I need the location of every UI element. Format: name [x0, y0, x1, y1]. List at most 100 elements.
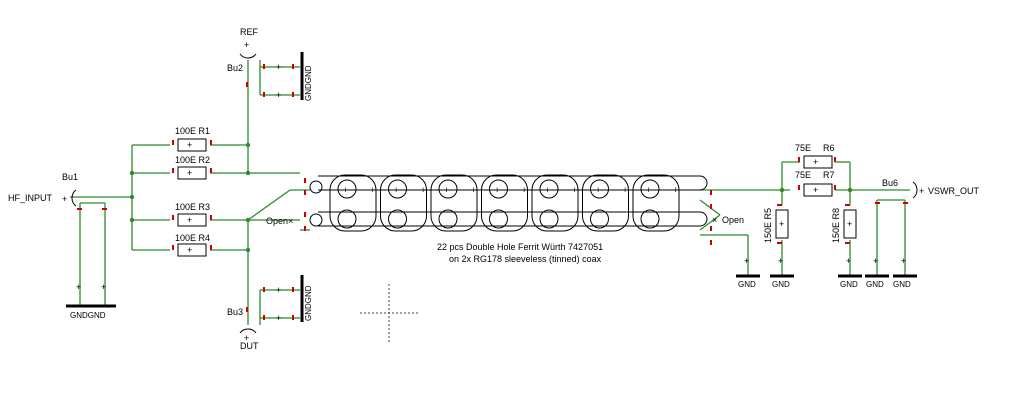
- ground-out2-icon: +: [770, 256, 794, 278]
- bu1-name: Bu1: [62, 172, 78, 182]
- ferrite-bead-7: [632, 174, 680, 232]
- bu3-signal: DUT: [240, 341, 259, 351]
- ferrite-bead-hole: [590, 179, 609, 199]
- resistor-r5-label: 150E R5: [763, 208, 773, 243]
- open-marker-left: ×: [288, 216, 293, 226]
- svg-text:+: +: [276, 90, 281, 100]
- resistor-r6-value: 75E: [795, 143, 811, 153]
- ground-input-label: GNDGND: [70, 311, 106, 320]
- ferrite-bead-hole: [388, 179, 407, 199]
- svg-text:+: +: [846, 256, 851, 266]
- ground-bu6b-icon: +: [893, 256, 917, 278]
- bnc-connector-bu1-icon: +: [62, 189, 77, 207]
- ferrite-bead-plus: +: [444, 185, 449, 195]
- bu6-name: Bu6: [882, 178, 898, 188]
- bu2-name: Bu2: [227, 63, 243, 73]
- svg-text:+: +: [276, 313, 281, 323]
- ground-r8-icon: +: [838, 256, 862, 278]
- ferrite-bead-plus: +: [343, 185, 348, 195]
- ferrite-bead-plus: +: [370, 185, 375, 195]
- transformer-note-line2: on 2x RG178 sleeveless (tinned) coax: [449, 254, 602, 264]
- ferrite-bead-hole: [489, 179, 508, 199]
- ferrite-bead-hole: [438, 209, 458, 229]
- origin-crosshair: [360, 284, 420, 344]
- transformer-note-line1: 22 pcs Double Hole Ferrit Würth 7427051: [437, 242, 603, 252]
- svg-text:+: +: [244, 333, 249, 343]
- bu1-signal: HF_INPUT: [8, 193, 53, 203]
- ferrite-bead-plus: +: [646, 185, 651, 195]
- resistor-r4: +: [172, 243, 212, 257]
- ferrite-bead-plus: +: [495, 185, 500, 195]
- bu3-name: Bu3: [227, 307, 243, 317]
- svg-text:+: +: [919, 186, 924, 196]
- resistor-r8: +: [843, 204, 857, 244]
- ferrite-bead-hole: [539, 209, 559, 229]
- resistor-r6-ref: R6: [823, 143, 835, 153]
- resistor-r4-label: 100E R4: [175, 233, 210, 243]
- ground-input-icon: + +: [66, 282, 116, 308]
- resistor-r7-ref: R7: [823, 170, 835, 180]
- open-label-right: Open: [722, 215, 744, 225]
- ferrite-bead-plus: +: [522, 185, 527, 195]
- svg-text:+: +: [778, 256, 783, 266]
- ground-dut-icon: + +: [276, 275, 304, 323]
- resistor-r7: +: [798, 183, 836, 197]
- ground-r8-label: GND: [840, 280, 858, 289]
- resistor-r2: +: [172, 166, 212, 180]
- svg-text:+: +: [276, 285, 281, 295]
- resistor-r7-value: 75E: [795, 170, 811, 180]
- bnc-connector-bu6-icon: +: [912, 181, 924, 199]
- ferrite-bead-2: [380, 174, 427, 232]
- ferrite-bead-hole: [539, 179, 559, 199]
- ferrite-bead-hole: [337, 209, 357, 229]
- svg-text:+: +: [744, 256, 749, 266]
- junctions: [129, 142, 853, 253]
- svg-text:+: +: [847, 219, 852, 229]
- svg-text:+: +: [276, 62, 281, 72]
- ferrite-bead-hole: [640, 179, 660, 199]
- ferrite-bead-plus: +: [545, 185, 550, 195]
- ferrite-bead-plus: +: [421, 185, 426, 195]
- ground-r5-icon: +: [736, 256, 760, 278]
- bnc-connector-bu2-icon: +: [239, 40, 257, 59]
- ground-bu6a-label: GND: [866, 280, 884, 289]
- resistor-r1-label: 100E R1: [175, 126, 210, 136]
- svg-text:+: +: [62, 194, 67, 204]
- open-marker-right: ×: [712, 215, 717, 225]
- open-label-left: Open: [266, 216, 288, 226]
- svg-text:+: +: [873, 256, 878, 266]
- resistor-r1: +: [172, 138, 212, 152]
- svg-text:+: +: [813, 185, 818, 195]
- svg-text:+: +: [901, 256, 906, 266]
- pin-markers: [77, 64, 908, 320]
- ground-out2-label: GND: [772, 280, 790, 289]
- ferrite-bead-plus: +: [596, 185, 601, 195]
- ferrite-bead-plus: +: [673, 185, 678, 195]
- ferrite-bead-6: [582, 174, 629, 232]
- resistor-r3-label: 100E R3: [175, 202, 210, 212]
- ground-bu6a-icon: +: [865, 256, 889, 278]
- bu6-signal: VSWR_OUT: [928, 186, 980, 196]
- resistor-r5: +: [775, 204, 789, 244]
- ground-dut-label: GNDGND: [304, 285, 313, 321]
- svg-text:+: +: [244, 40, 249, 50]
- ferrite-bead-hole: [438, 179, 458, 199]
- ferrite-transformer: [309, 175, 708, 227]
- ferrite-bead-hole: [640, 209, 660, 229]
- ground-ref-label: GNDGND: [304, 65, 313, 101]
- ground-r5-label: GND: [738, 280, 756, 289]
- resistor-r6: +: [798, 155, 836, 169]
- svg-text:+: +: [101, 282, 106, 292]
- ground-ref-icon: + +: [276, 52, 304, 100]
- ferrite-bead-plus: +: [471, 185, 476, 195]
- svg-text:+: +: [187, 140, 192, 150]
- resistor-r3: +: [172, 213, 212, 227]
- ferrite-bead-5: [531, 174, 579, 232]
- ferrite-beads: ++++++++++++++: [329, 174, 680, 232]
- ferrite-bead-plus: +: [572, 185, 577, 195]
- ferrite-bead-plus: +: [623, 185, 628, 195]
- ferrite-bead-1: [329, 174, 377, 232]
- ground-bu6b-label: GND: [893, 280, 911, 289]
- svg-text:+: +: [187, 245, 192, 255]
